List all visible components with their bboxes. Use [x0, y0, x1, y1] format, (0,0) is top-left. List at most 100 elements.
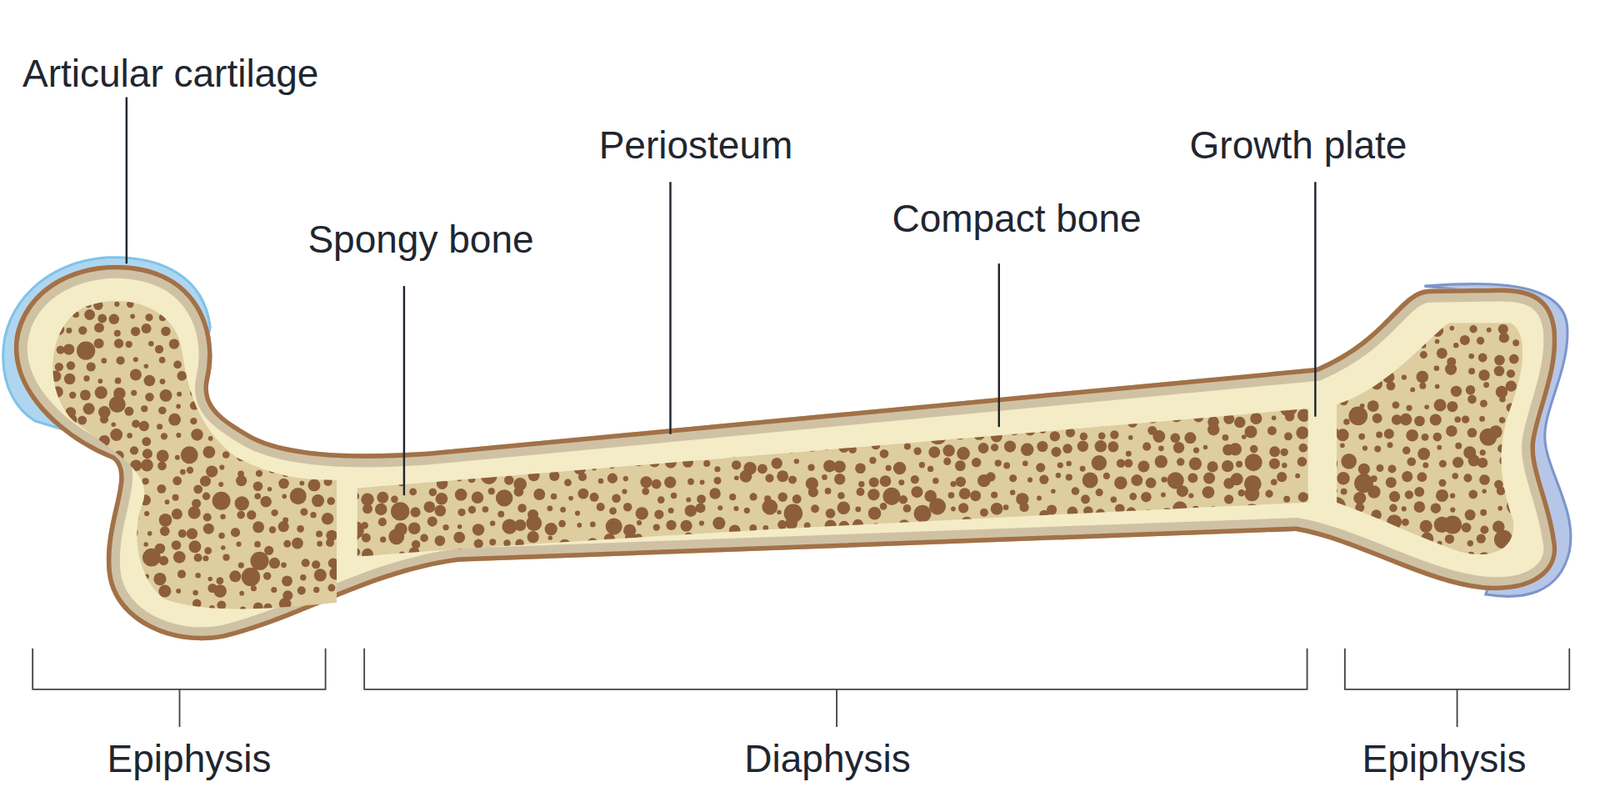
leader-line: [998, 263, 1000, 427]
trabecula-dot: [1184, 548, 1196, 560]
trabecula-dot: [928, 446, 940, 459]
trabecula-dot: [1037, 523, 1042, 528]
trabecula-dot: [1095, 440, 1108, 453]
trabecula-dot: [52, 541, 65, 555]
trabecula-dot: [340, 391, 349, 400]
trabecula-dot: [665, 520, 676, 530]
trabecula-dot: [515, 554, 529, 567]
trabecula-dot: [482, 461, 493, 472]
compact-bone: [14, 265, 1557, 640]
trabecula-dot: [1506, 497, 1525, 515]
trabecula-dot: [203, 346, 210, 354]
trabecula-dot: [139, 420, 150, 431]
trabecula-dot: [160, 389, 173, 402]
trabecula-dot: [471, 491, 484, 504]
trabecula-dot: [155, 345, 164, 354]
trabecula-dot: [354, 474, 360, 480]
trabecula-dot: [913, 446, 921, 455]
trabecula-dot: [209, 605, 215, 611]
trabecula-dot: [1269, 540, 1278, 549]
trabecula-dot: [560, 553, 571, 564]
trabecula-dot: [329, 280, 338, 289]
trabecula-dot: [1203, 471, 1215, 484]
trabecula-dot: [1039, 425, 1047, 434]
trabecula-dot: [654, 509, 664, 519]
trabecula-dot: [80, 431, 87, 439]
trabecula-dot: [1450, 493, 1455, 499]
trabecula-dot: [612, 410, 620, 419]
trabecula-dot: [985, 471, 995, 481]
trabecula-dot: [709, 487, 720, 499]
trabecula-dot: [283, 329, 293, 339]
trabecula-dot: [1125, 450, 1132, 457]
trabecula-dot: [1414, 415, 1425, 427]
trabecula-dot: [140, 405, 148, 412]
part-label: Spongy bone: [307, 217, 534, 262]
trabecula-dot: [1158, 445, 1165, 451]
trabecula-dot: [1161, 507, 1173, 519]
trabecula-dot: [1432, 432, 1442, 442]
trabecula-dot: [593, 549, 605, 560]
trabecula-dot: [792, 494, 802, 504]
trabecula-dot: [175, 588, 181, 594]
trabecula-dot: [1499, 395, 1506, 403]
trabecula-dot: [475, 464, 482, 471]
trabecula-dot: [193, 484, 203, 494]
trabecula-dot: [625, 403, 635, 412]
trabecula-dot: [455, 488, 468, 501]
trabecula-dot: [1374, 353, 1381, 360]
trabecula-dot: [270, 586, 277, 593]
trabecula-dot: [1387, 552, 1393, 558]
trabecula-dot: [670, 492, 677, 499]
trabecula-dot: [220, 327, 230, 336]
trabecula-dot: [1161, 518, 1175, 531]
trabecula-dot: [253, 602, 264, 613]
trabecula-dot: [821, 440, 831, 450]
trabecula-dot: [1342, 320, 1355, 332]
trabecula-dot: [918, 400, 928, 410]
trabecula-dot: [1126, 516, 1140, 530]
trabecula-dot: [1494, 365, 1505, 377]
trabecula-dot: [296, 327, 309, 340]
trabecula-dot: [1509, 354, 1520, 365]
trabecula-dot: [1384, 428, 1395, 439]
trabecula-dot: [180, 469, 186, 475]
trabecula-dot: [1269, 445, 1280, 457]
trabecula-dot: [380, 439, 394, 452]
trabecula-dot: [180, 445, 199, 464]
trabecula-dot: [697, 425, 710, 437]
trabecula-dot: [311, 436, 320, 445]
trabecula-dot: [1189, 521, 1196, 529]
trabecula-dot: [806, 440, 818, 452]
trabecula-dot: [84, 309, 95, 320]
trabecula-dot: [114, 301, 120, 307]
trabecula-dot: [72, 310, 80, 318]
trabecula-dot: [725, 430, 737, 442]
trabecula-dot: [1358, 337, 1365, 344]
trabecula-dot: [578, 472, 587, 481]
trabecula-dot: [1138, 395, 1151, 408]
trabecula-dot: [1235, 507, 1245, 516]
trabecula-dot: [481, 546, 495, 560]
trabecula-dot: [102, 285, 110, 293]
trabecula-dot: [804, 427, 811, 435]
trabecula-dot: [1414, 486, 1425, 497]
trabecula-dot: [825, 487, 832, 495]
trabecula-dot: [38, 367, 50, 380]
trabecula-dot: [1355, 551, 1366, 563]
trabecula-dot: [130, 459, 142, 471]
trabecula-dot: [882, 487, 900, 505]
trabecula-dot: [729, 525, 741, 537]
trabecula-dot: [1110, 414, 1117, 421]
trabecula-dot: [434, 505, 446, 517]
trabecula-dot: [1172, 500, 1187, 515]
trabecula-dot: [950, 506, 956, 512]
trabecula-dot: [436, 477, 448, 489]
trabecula-dot: [835, 535, 840, 541]
trabecula-dot: [1095, 508, 1105, 518]
trabecula-dot: [78, 325, 87, 335]
trabecula-dot: [1025, 534, 1032, 541]
trabecula-dot: [340, 337, 353, 350]
trabecula-dot: [1183, 530, 1195, 543]
trabecula-dot: [568, 495, 574, 501]
